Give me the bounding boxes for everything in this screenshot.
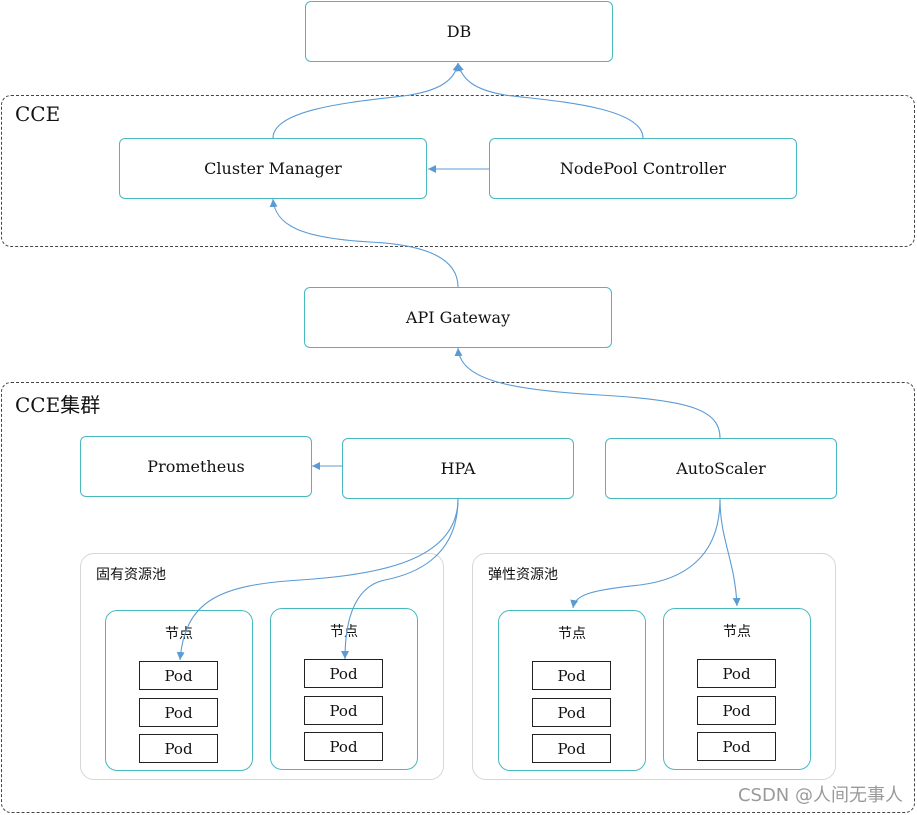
pod-box: Pod <box>697 732 776 761</box>
autoscaler-label: AutoScaler <box>676 459 766 478</box>
db-label: DB <box>446 22 472 41</box>
pod-label: Pod <box>557 703 586 722</box>
hpa-label: HPA <box>440 459 476 478</box>
api-gateway-label: API Gateway <box>405 308 511 327</box>
pod-label: Pod <box>722 737 751 756</box>
node-label: 节点 <box>723 624 751 640</box>
api-gateway-box: API Gateway <box>304 287 612 348</box>
fixed-node-2: 节点 Pod Pod Pod <box>270 608 418 770</box>
pod-label: Pod <box>329 701 358 720</box>
pod-box: Pod <box>304 732 383 761</box>
pod-box: Pod <box>697 659 776 688</box>
pod-label: Pod <box>164 666 193 685</box>
cce-cluster-title: CCE集群 <box>15 393 101 417</box>
pod-label: Pod <box>164 703 193 722</box>
pod-label: Pod <box>329 737 358 756</box>
prometheus-box: Prometheus <box>80 436 312 497</box>
cce-title: CCE <box>15 102 61 126</box>
watermark: CSDN @人间无事人 <box>737 785 903 806</box>
pod-box: Pod <box>532 698 611 727</box>
node-label: 节点 <box>165 626 193 642</box>
pod-box: Pod <box>304 696 383 725</box>
pod-box: Pod <box>304 659 383 688</box>
cluster-manager-label: Cluster Manager <box>204 159 342 178</box>
pod-box: Pod <box>139 698 218 727</box>
db-box: DB <box>305 1 613 62</box>
pod-label: Pod <box>722 664 751 683</box>
pod-label: Pod <box>329 664 358 683</box>
pod-box: Pod <box>697 696 776 725</box>
pod-label: Pod <box>557 739 586 758</box>
autoscaler-box: AutoScaler <box>605 438 837 499</box>
prometheus-label: Prometheus <box>147 457 245 476</box>
cluster-manager-box: Cluster Manager <box>119 138 427 199</box>
hpa-box: HPA <box>342 438 574 499</box>
pod-box: Pod <box>139 734 218 763</box>
nodepool-controller-label: NodePool Controller <box>559 159 727 178</box>
pod-box: Pod <box>532 661 611 690</box>
pod-box: Pod <box>139 661 218 690</box>
pod-label: Pod <box>722 701 751 720</box>
node-label: 节点 <box>558 626 586 642</box>
pod-box: Pod <box>532 734 611 763</box>
elastic-pool-title: 弹性资源池 <box>488 567 558 583</box>
nodepool-controller-box: NodePool Controller <box>489 138 797 199</box>
pod-label: Pod <box>164 739 193 758</box>
node-label: 节点 <box>330 624 358 640</box>
fixed-pool-title: 固有资源池 <box>96 567 166 583</box>
elastic-node-2: 节点 Pod Pod Pod <box>663 608 811 770</box>
fixed-node-1: 节点 Pod Pod Pod <box>105 610 253 771</box>
elastic-node-1: 节点 Pod Pod Pod <box>498 610 646 771</box>
pod-label: Pod <box>557 666 586 685</box>
